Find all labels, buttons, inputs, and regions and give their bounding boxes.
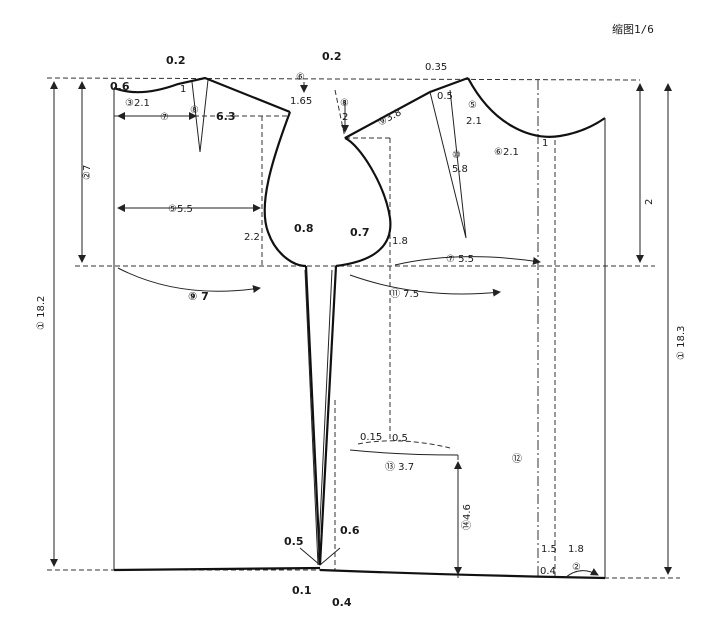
label-6-2-1: ⑥2.1 (494, 147, 519, 158)
left-side-seam (304, 265, 322, 566)
label-1-5: 1.5 (541, 544, 557, 555)
label-0-2-shoulder: 0.2 (322, 50, 342, 63)
label-10: ⑩ (452, 150, 461, 161)
label-8-left: ⑧ (190, 105, 199, 116)
label-1-8: 1.8 (392, 236, 408, 247)
label-2-2: 2.2 (244, 232, 260, 243)
dim-hem-right (564, 568, 599, 579)
darts (191, 79, 467, 566)
label-0-7: 0.7 (350, 226, 370, 239)
label-6-3: 6.3 (216, 110, 236, 123)
label-13-3-7: ⑬ 3.7 (385, 461, 414, 473)
right-shoulder-dart (429, 89, 467, 239)
label-0-4: 0.4 (332, 596, 352, 609)
scale-note: 缩图1/6 (612, 23, 654, 36)
pocket-flap (357, 440, 451, 449)
measurement-labels: ① 18.2 ① 18.3 ②7 2 0.2 0.6 ③2.1 1 0.2 ⑥ … (36, 50, 687, 609)
label-12: ⑫ (512, 453, 522, 465)
label-2-hem: ② (572, 562, 581, 573)
label-1-8-hem: 1.8 (568, 544, 584, 555)
right-shoulder (344, 76, 469, 139)
label-armhole-1: 1 (542, 138, 548, 149)
label-0-6-hem: 0.6 (340, 524, 360, 537)
label-7-5-5: ⑦ 5.5 (446, 254, 474, 265)
label-1-small: 1 (180, 84, 186, 95)
label-0-35: 0.35 (425, 62, 447, 73)
dim-chest-right-arc (394, 256, 541, 266)
label-5-5: ⑤5.5 (168, 204, 193, 215)
left-armhole (263, 111, 307, 268)
label-length-left: ① 18.2 (36, 296, 47, 330)
label-0-5-pocket: 0.5 (392, 433, 408, 444)
construction-lines (46, 77, 680, 579)
right-neckline (467, 77, 606, 138)
label-3-2-1: ③2.1 (125, 98, 150, 109)
side-dart (304, 269, 333, 566)
label-0-6: 0.6 (110, 80, 130, 93)
left-shoulder-dart (191, 79, 209, 153)
label-0-5-hem: 0.5 (284, 535, 304, 548)
right-side-seam (318, 265, 338, 566)
label-2-1-r: 2.1 (466, 116, 482, 127)
top-guide-line (46, 77, 641, 81)
label-7-left: ⑦ (160, 112, 169, 123)
right-armhole (335, 137, 392, 268)
label-5-8: 5.8 (452, 164, 468, 175)
label-0-2-top: 0.2 (166, 54, 186, 67)
label-0-5-top: 0.5 (437, 91, 453, 102)
left-neckline-shoulder (113, 76, 291, 114)
dim-hip-right-arc (349, 274, 501, 297)
pattern-outline (113, 76, 606, 580)
label-9-3-8: ⑨3.8 (376, 107, 403, 128)
label-9-7: ⑨ 7 (188, 290, 209, 303)
label-0-1: 0.1 (292, 584, 312, 597)
label-0-15: 0.15 (360, 432, 382, 443)
right-hem (319, 568, 606, 580)
hem-point-marks (299, 547, 341, 566)
label-length-right: ① 18.3 (676, 326, 687, 360)
dim-hip-left-arc (117, 267, 261, 293)
label-0-4-right: 0.4 (540, 566, 556, 577)
left-hem (113, 566, 321, 572)
label-depth-right: 2 (644, 199, 655, 205)
label-depth-left: ②7 (82, 165, 93, 180)
label-1-65: 1.65 (290, 96, 312, 107)
label-14-4-6: ⑭4.6 (461, 504, 473, 530)
label-11-7-5: ⑪ 7.5 (390, 288, 419, 300)
label-5-right: ⑤ (468, 100, 477, 111)
label-6-top: ⑥ (296, 72, 305, 83)
label-2-right: 2 (342, 112, 348, 123)
label-0-8: 0.8 (294, 222, 314, 235)
pocket-line (349, 449, 459, 456)
label-8-right: ⑧ (340, 98, 349, 109)
dimension-lines (50, 81, 672, 579)
